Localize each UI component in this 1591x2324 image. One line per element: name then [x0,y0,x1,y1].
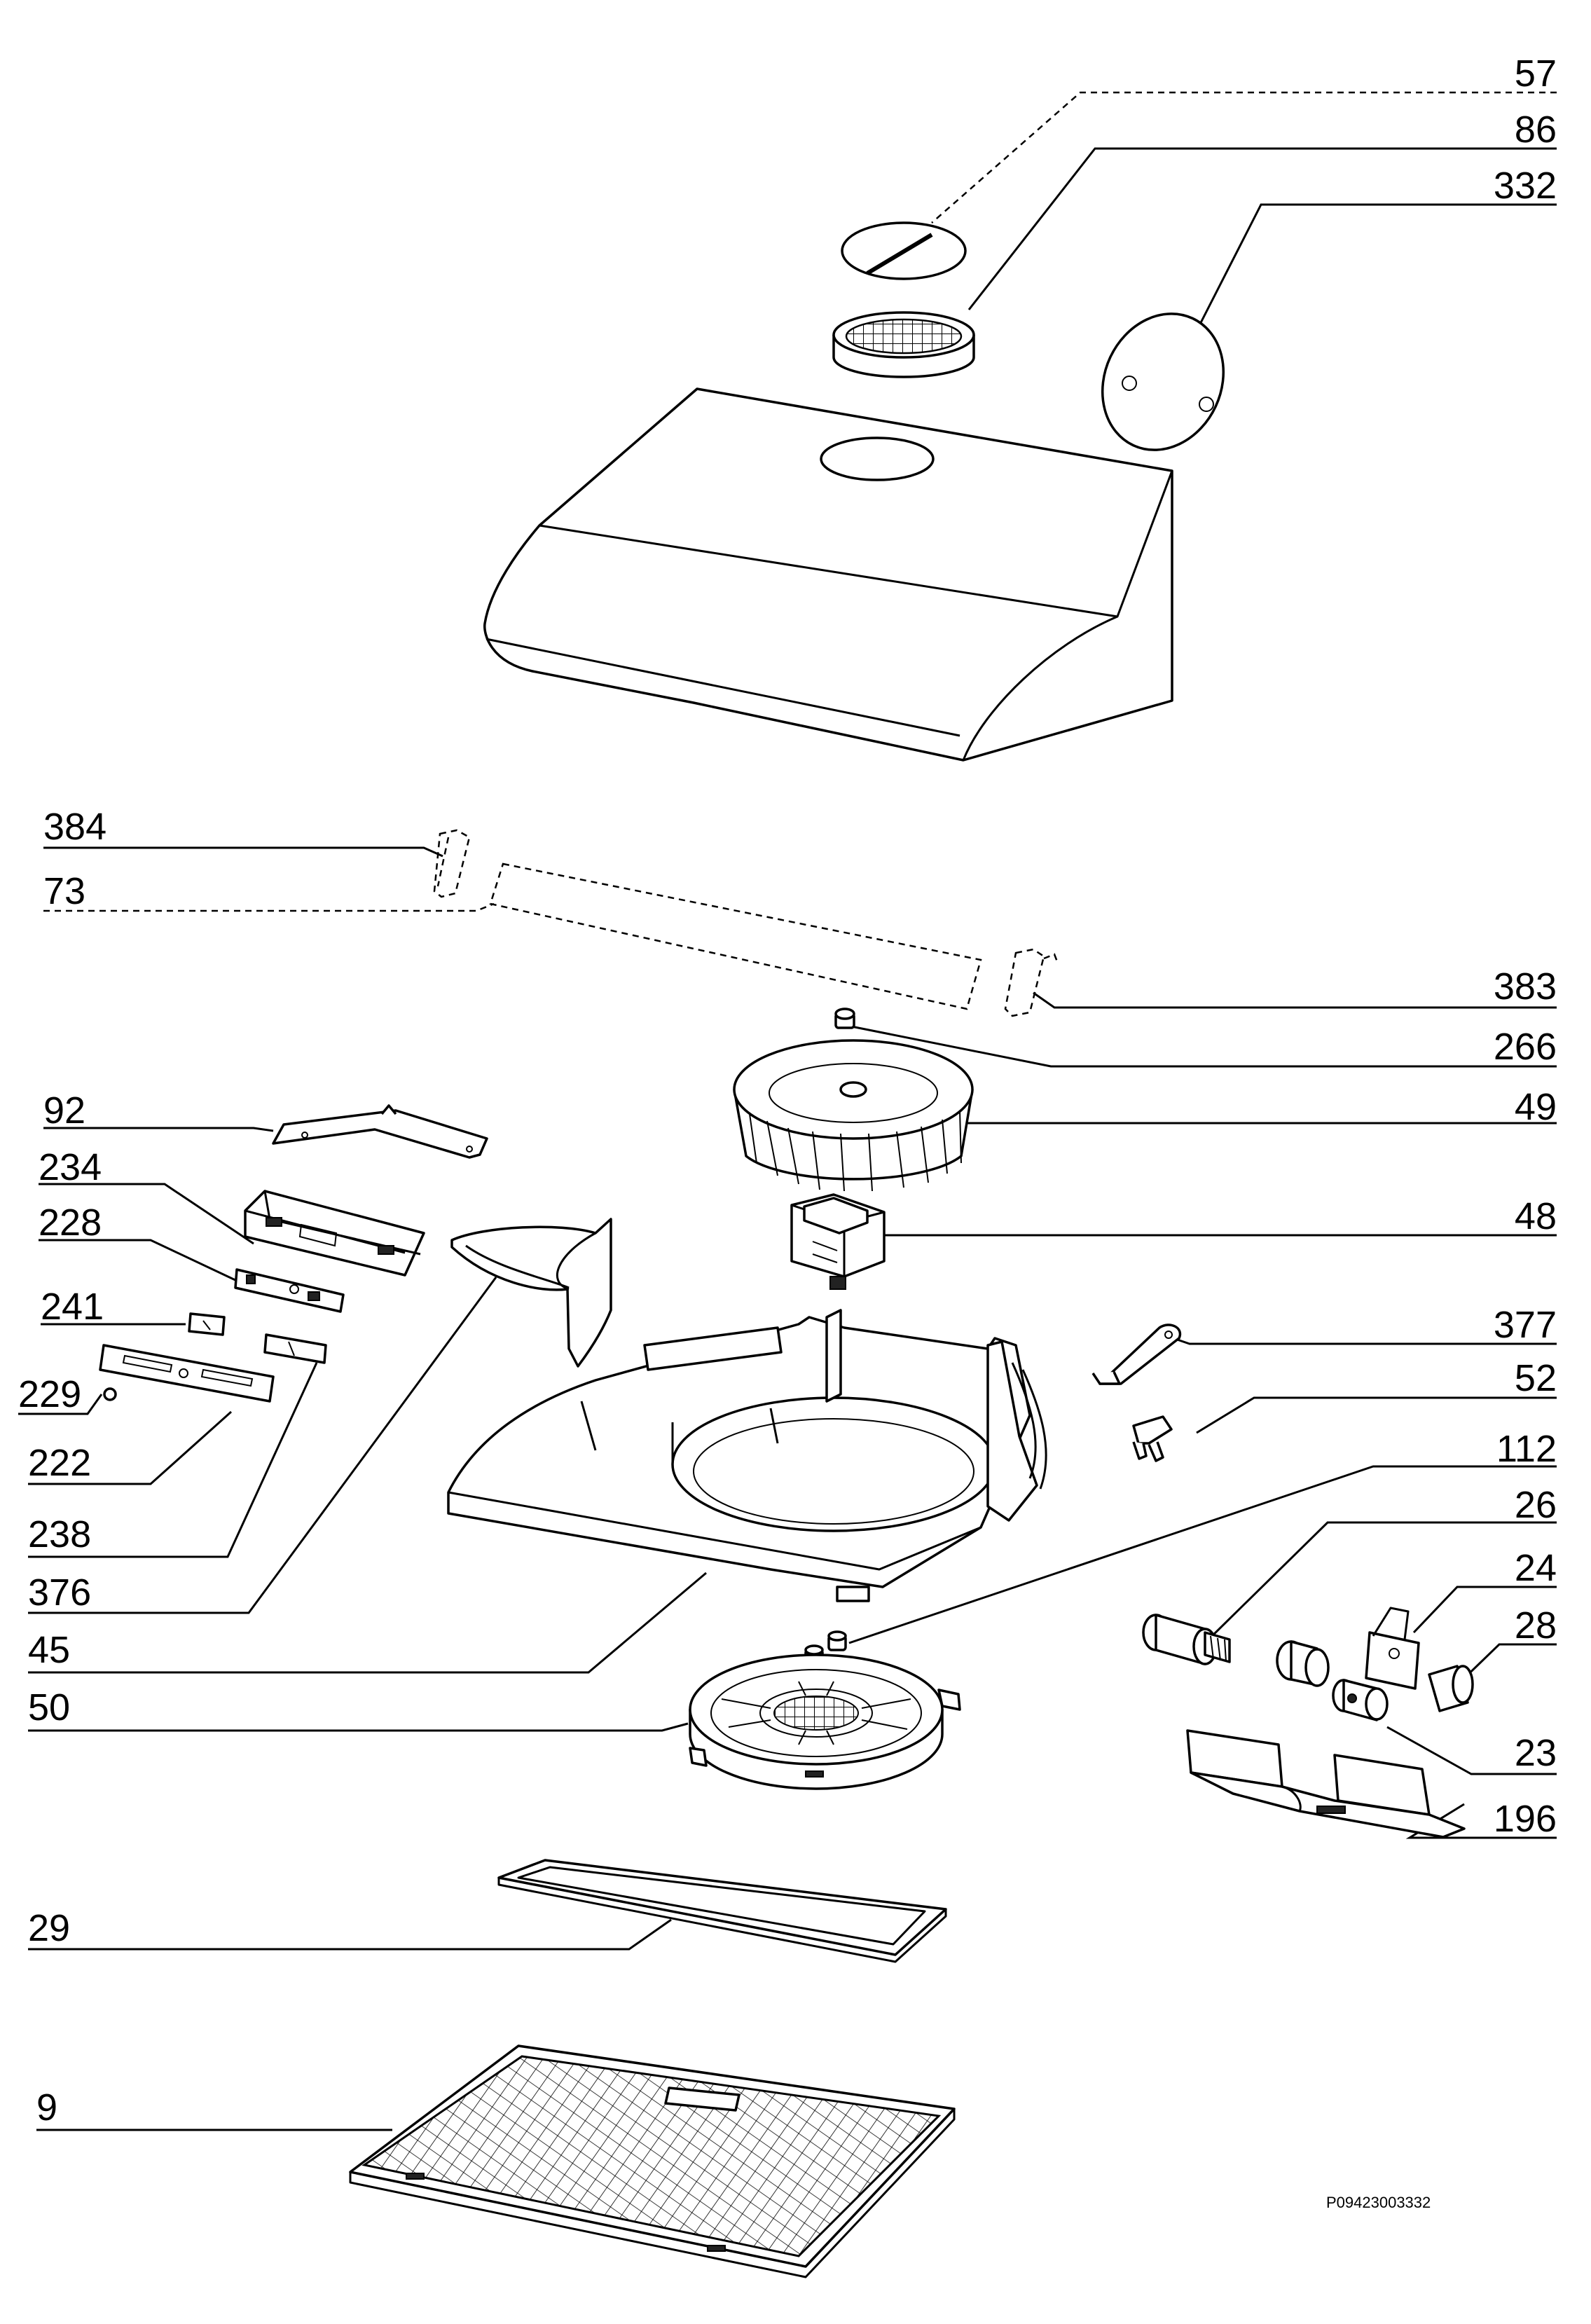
leader-222 [28,1410,233,1485]
label-48: 48 [1515,1195,1557,1237]
leader-50 [28,1722,689,1732]
part-50-motor-plate [689,1653,961,1790]
label-57: 57 [1515,53,1557,95]
part-9-grease-filter [349,2044,956,2278]
leader-383 [1033,991,1557,1009]
leader-29 [28,1918,672,1951]
label-196: 196 [1494,1798,1557,1840]
label-384: 384 [43,806,106,848]
leader-lines [18,91,1557,2131]
label-73: 73 [43,870,85,912]
label-241: 241 [41,1286,104,1328]
leader-92 [43,1127,274,1132]
part-92-bracket [272,1104,488,1159]
label-238: 238 [28,1513,91,1555]
part-229-screw [103,1387,117,1401]
label-52: 52 [1515,1357,1557,1399]
leader-73 [43,902,495,912]
leader-112 [848,1465,1557,1644]
label-383: 383 [1494,965,1557,1008]
part-29-filter-frame [497,1859,947,1963]
leader-28 [1456,1643,1557,1686]
lamp-holder-piece [1276,1640,1330,1687]
part-23-tube [1332,1679,1389,1721]
part-26-lamp-bulb [1142,1614,1231,1665]
leader-376 [28,1277,497,1614]
label-23: 23 [1515,1732,1557,1774]
leader-26 [1207,1521,1557,1641]
part-377-lamp-clip [1091,1323,1182,1385]
hood-body [483,387,1173,762]
part-49-fan-wheel [733,1039,974,1192]
label-229: 229 [18,1373,81,1415]
part-196-lamp-cover [1186,1729,1466,1838]
leader-196 [1405,1803,1557,1839]
label-29: 29 [28,1907,70,1949]
part-266-nut [834,1008,855,1029]
part-52-connector [1132,1415,1173,1462]
label-332: 332 [1494,165,1557,207]
leader-45 [28,1572,707,1674]
part-73-diffuser [489,862,982,1010]
part-238-switch-piece [263,1333,327,1364]
label-24: 24 [1515,1547,1557,1589]
leader-228 [39,1239,237,1282]
leader-24 [1412,1586,1557,1634]
part-383-clip [1004,948,1059,1017]
part-86-outlet-grid [832,311,975,378]
leader-86 [967,147,1557,310]
leader-52 [1196,1396,1557,1434]
part-24-bracket [1365,1607,1420,1690]
label-92: 92 [43,1089,85,1132]
leader-57 [931,91,1557,224]
label-112: 112 [1496,1428,1557,1470]
label-26: 26 [1515,1484,1557,1526]
part-241-switch-piece [188,1312,226,1336]
leader-238 [28,1362,318,1558]
part-45-fan-housing [447,1309,1047,1602]
drawing-code: P09423003332 [1326,2194,1431,2211]
label-234: 234 [39,1146,102,1188]
part-labels: 57 86 332 384 73 383 266 49 92 234 228 4… [18,53,1557,2211]
leader-332 [1190,203,1557,343]
part-384-clip [433,829,471,898]
label-377: 377 [1494,1304,1557,1346]
leader-234 [39,1183,254,1245]
label-228: 228 [39,1202,102,1244]
part-28-end-cap [1428,1665,1474,1712]
label-50: 50 [28,1686,70,1728]
part-222-control-panel [99,1344,275,1403]
part-332-round-plate [1101,312,1225,451]
label-376: 376 [28,1572,91,1614]
leader-229 [18,1394,103,1415]
part-57-cover-cap [841,221,967,280]
part-234-switch-box [244,1190,425,1277]
label-9: 9 [36,2086,57,2129]
label-222: 222 [28,1442,91,1484]
label-49: 49 [1515,1086,1557,1128]
label-266: 266 [1494,1026,1557,1068]
label-45: 45 [28,1629,70,1671]
label-28: 28 [1515,1604,1557,1646]
leader-266 [850,1025,1557,1068]
leader-23 [1386,1726,1557,1775]
part-376-grease-cup [450,1218,612,1368]
part-228-switch-board [234,1268,345,1313]
leader-384 [43,846,443,858]
label-86: 86 [1515,109,1557,151]
part-48-motor [790,1193,886,1290]
